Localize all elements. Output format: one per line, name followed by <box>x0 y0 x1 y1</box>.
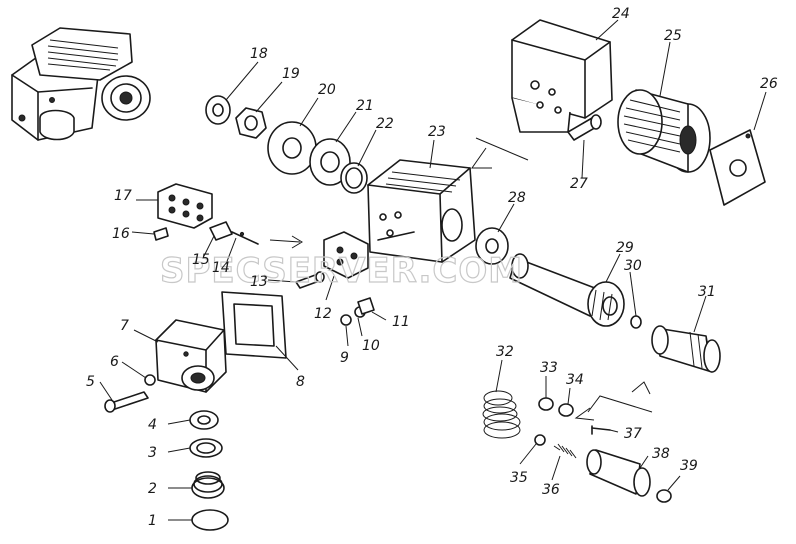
label-35: 35 <box>510 470 528 486</box>
leader-lines <box>99 19 767 521</box>
terminal-block-17 <box>157 183 213 229</box>
label-6: 6 <box>110 354 119 370</box>
nut-4 <box>189 410 219 430</box>
label-7: 7 <box>120 318 129 334</box>
label-20: 20 <box>318 82 336 98</box>
label-11: 11 <box>392 314 410 330</box>
cap-39 <box>656 489 672 503</box>
label-4: 4 <box>148 417 157 433</box>
bracket-24 <box>511 19 613 133</box>
ball-35 <box>534 434 546 446</box>
ring-1 <box>191 509 229 531</box>
label-27: 27 <box>570 176 588 192</box>
label-32: 32 <box>496 344 514 360</box>
label-12: 12 <box>314 306 332 322</box>
body-38 <box>586 449 651 497</box>
label-23: 23 <box>428 124 446 140</box>
label-13: 13 <box>250 274 268 290</box>
screw-16 <box>153 227 169 241</box>
plunger-31 <box>651 325 721 373</box>
label-3: 3 <box>148 445 157 461</box>
screw-13 <box>295 271 325 289</box>
coil-housing-23 <box>367 159 476 263</box>
pin-37 <box>591 425 611 435</box>
washer-28 <box>475 227 509 265</box>
terminal-12 <box>323 231 369 279</box>
washer-3 <box>189 438 223 458</box>
label-22: 22 <box>376 116 394 132</box>
nut-19 <box>235 107 267 139</box>
gasket-8 <box>221 291 287 359</box>
label-30: 30 <box>624 258 642 274</box>
label-9: 9 <box>340 350 349 366</box>
label-1: 1 <box>148 513 157 529</box>
connector-15-14 <box>209 221 259 245</box>
spring-36 <box>553 443 577 459</box>
label-25: 25 <box>664 28 682 44</box>
screw-5 <box>104 391 149 413</box>
label-37: 37 <box>624 426 642 442</box>
label-21: 21 <box>356 98 374 114</box>
washer-18 <box>205 95 231 125</box>
label-34: 34 <box>566 372 584 388</box>
cover-7 <box>155 319 227 393</box>
ring-22 <box>340 162 368 194</box>
label-17: 17 <box>114 188 132 204</box>
label-33: 33 <box>540 360 558 376</box>
label-5: 5 <box>86 374 95 390</box>
nut-9-11 <box>340 297 375 326</box>
label-29: 29 <box>616 240 634 256</box>
label-16: 16 <box>112 226 130 242</box>
label-14: 14 <box>212 260 230 276</box>
label-38: 38 <box>652 446 670 462</box>
arrow-from-valve <box>574 381 653 421</box>
label-28: 28 <box>508 190 526 206</box>
washer-6 <box>144 374 156 386</box>
arrow-to-housing <box>471 137 529 169</box>
label-8: 8 <box>296 374 305 390</box>
label-2: 2 <box>148 481 157 497</box>
part-number-labels: 1 2 3 4 5 6 7 8 9 10 11 12 13 14 15 16 1… <box>86 6 778 529</box>
pin-27 <box>567 114 602 141</box>
washer-21 <box>309 138 351 186</box>
label-19: 19 <box>282 66 300 82</box>
label-10: 10 <box>362 338 380 354</box>
washer-20 <box>267 121 317 175</box>
spring-32 <box>482 390 521 439</box>
label-15: 15 <box>192 252 210 268</box>
coil-25 <box>617 89 711 173</box>
label-18: 18 <box>250 46 268 62</box>
label-39: 39 <box>680 458 698 474</box>
ball-30 <box>630 315 642 329</box>
sleeve-33-34 <box>538 397 574 417</box>
assembled-relay-unit <box>11 27 151 141</box>
label-24: 24 <box>612 6 630 22</box>
watermark: SPECSERVER.COM <box>160 251 523 291</box>
bushing-2 <box>191 471 225 499</box>
label-26: 26 <box>760 76 778 92</box>
plate-26 <box>709 129 766 206</box>
armature-29 <box>509 253 625 327</box>
label-36: 36 <box>542 482 560 498</box>
label-31: 31 <box>698 284 716 300</box>
